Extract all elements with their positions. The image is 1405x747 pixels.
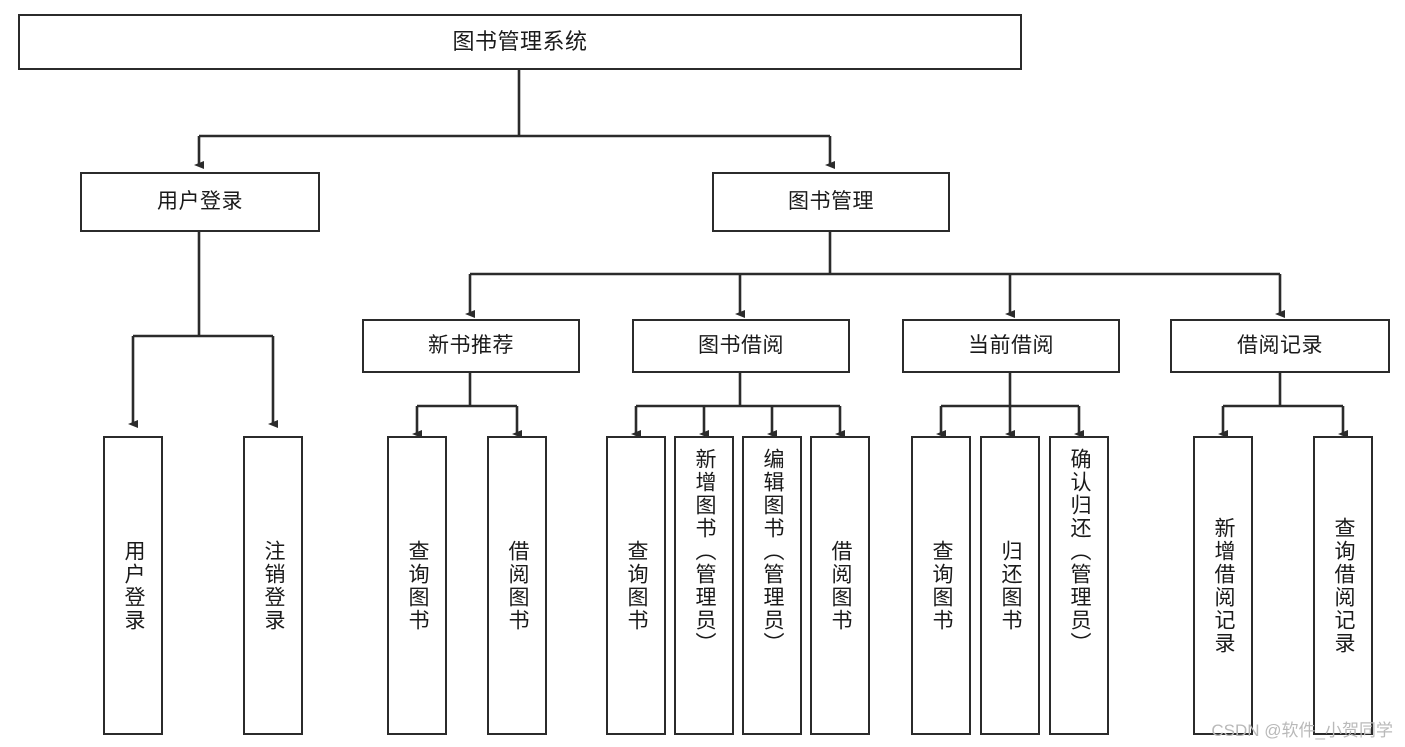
node-label: 新书推荐 xyxy=(428,334,514,358)
user-login-to-leaves-connectors xyxy=(128,232,278,428)
node-borrow-record[interactable]: 借阅记录 xyxy=(1170,319,1390,373)
node-label: 图书管理系统 xyxy=(452,28,588,54)
node-label: 借阅图书 xyxy=(829,539,853,632)
node-leaf-user-login[interactable]: 用户登录 xyxy=(103,436,163,735)
node-label: 归还图书 xyxy=(999,539,1023,632)
node-label: 借阅图书 xyxy=(506,539,530,632)
node-label: 借阅记录 xyxy=(1237,334,1323,358)
node-label: 新增借阅记录 xyxy=(1212,516,1236,655)
node-leaf-borrow-book-borrow[interactable]: 借阅图书 xyxy=(810,436,870,735)
node-label: 查询图书 xyxy=(625,539,649,632)
node-leaf-confirm-return[interactable]: 确认归还（管理员） xyxy=(1049,436,1109,735)
node-new-book-recommend[interactable]: 新书推荐 xyxy=(362,319,580,373)
node-label: 编辑图书（管理员） xyxy=(761,448,785,655)
book-borrow-to-leaves-connectors xyxy=(631,373,845,438)
node-label: 用户登录 xyxy=(157,190,243,214)
node-leaf-return-book[interactable]: 归还图书 xyxy=(980,436,1040,735)
node-leaf-edit-book[interactable]: 编辑图书（管理员） xyxy=(742,436,802,735)
node-label: 图书借阅 xyxy=(698,334,784,358)
node-label: 当前借阅 xyxy=(968,334,1054,358)
new-book-recommend-to-leaves-connectors xyxy=(412,373,522,438)
node-leaf-logout-login[interactable]: 注销登录 xyxy=(243,436,303,735)
node-leaf-add-borrow-record[interactable]: 新增借阅记录 xyxy=(1193,436,1253,735)
node-label: 图书管理 xyxy=(788,190,874,214)
node-label: 新增图书（管理员） xyxy=(693,448,717,655)
borrow-record-to-leaves-connectors xyxy=(1218,373,1348,438)
node-label: 查询图书 xyxy=(406,539,430,632)
root-to-level1-connectors xyxy=(194,70,835,169)
node-leaf-borrow-book-recommend[interactable]: 借阅图书 xyxy=(487,436,547,735)
node-leaf-query-book-borrow[interactable]: 查询图书 xyxy=(606,436,666,735)
node-label: 确认归还（管理员） xyxy=(1068,448,1092,655)
node-label: 查询借阅记录 xyxy=(1332,516,1356,655)
node-user-login[interactable]: 用户登录 xyxy=(80,172,320,232)
node-label: 注销登录 xyxy=(262,539,286,632)
node-root-book-management-system[interactable]: 图书管理系统 xyxy=(18,14,1022,70)
node-current-borrow[interactable]: 当前借阅 xyxy=(902,319,1120,373)
node-leaf-query-book-recommend[interactable]: 查询图书 xyxy=(387,436,447,735)
current-borrow-to-leaves-connectors xyxy=(936,373,1084,438)
node-book-management[interactable]: 图书管理 xyxy=(712,172,950,232)
node-book-borrow[interactable]: 图书借阅 xyxy=(632,319,850,373)
node-leaf-query-borrow-record[interactable]: 查询借阅记录 xyxy=(1313,436,1373,735)
node-leaf-add-book[interactable]: 新增图书（管理员） xyxy=(674,436,734,735)
node-label: 查询图书 xyxy=(930,539,954,632)
book-management-to-level2-connectors xyxy=(465,232,1285,318)
csdn-watermark: CSDN @软件_小贺同学 xyxy=(1211,721,1393,740)
node-leaf-query-book-current[interactable]: 查询图书 xyxy=(911,436,971,735)
node-label: 用户登录 xyxy=(122,539,146,632)
